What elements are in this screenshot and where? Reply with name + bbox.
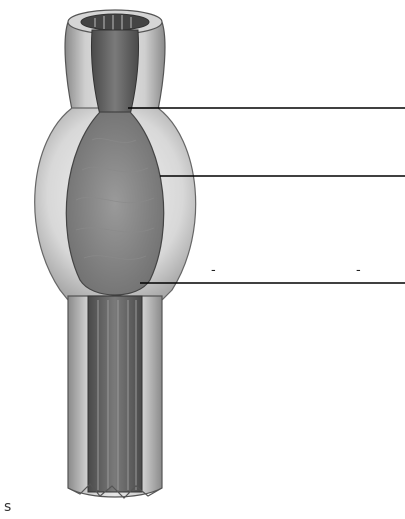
corner-mark: s [4, 500, 11, 514]
dash-mark-right: - [356, 264, 361, 277]
inner-canal-top [91, 30, 138, 115]
top-opening-inner [81, 14, 149, 30]
dash-mark-left: - [211, 264, 216, 277]
inner-canal-bottom [88, 296, 142, 492]
